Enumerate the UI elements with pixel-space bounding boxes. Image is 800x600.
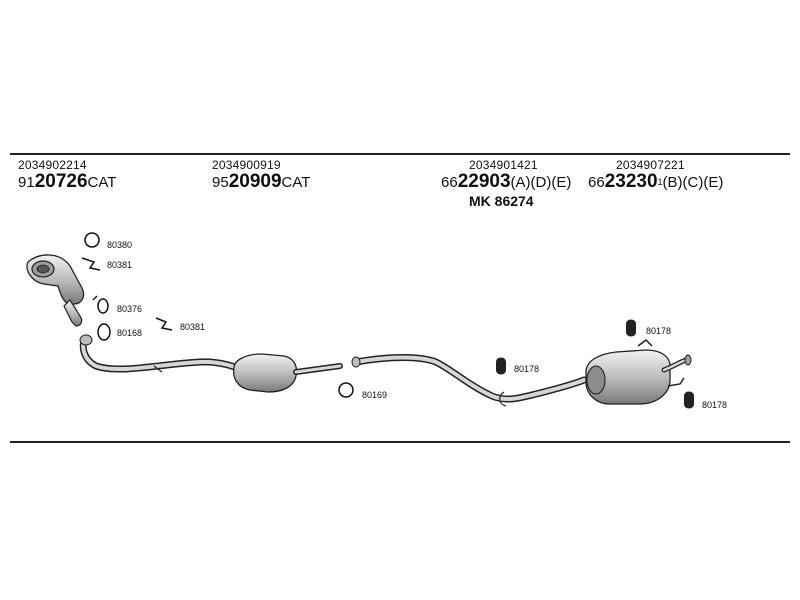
svg-text:80381: 80381: [180, 322, 205, 332]
part-80376: 80376: [92, 295, 142, 314]
reference-number: 2034902214: [18, 158, 87, 172]
mk-number: MK 86274: [469, 193, 534, 209]
part-80381-upper: 80381: [81, 257, 132, 271]
reference-number: 2034901421: [469, 158, 538, 172]
part-80168: 80168: [97, 323, 142, 341]
part-code: 66232301(B)(C)(E): [588, 171, 724, 192]
svg-text:80178: 80178: [702, 400, 727, 410]
svg-text:80376: 80376: [117, 304, 142, 314]
reference-number: 2034907221: [616, 158, 685, 172]
part-group-front: 2034902214 9120726CAT: [18, 158, 116, 193]
part-group-rear: 2034907221 66232301(B)(C)(E): [588, 158, 723, 193]
rear-silencer: [585, 339, 692, 405]
part-80169: 80169: [338, 382, 387, 400]
part-80178-upper: 80178: [626, 319, 671, 337]
svg-text:80178: 80178: [514, 364, 539, 374]
front-catalytic-converter: [26, 254, 85, 327]
part-80381-lower: 80381: [155, 317, 205, 332]
svg-text:80169: 80169: [362, 390, 387, 400]
reference-number: 2034900919: [212, 158, 281, 172]
svg-text:80380: 80380: [107, 240, 132, 250]
part-80178-middle: 80178: [496, 357, 539, 375]
middle-pipe: [351, 354, 588, 407]
svg-text:80168: 80168: [117, 328, 142, 338]
part-code: 9120726CAT: [18, 171, 117, 192]
svg-text:80178: 80178: [646, 326, 671, 336]
svg-text:80381: 80381: [107, 260, 132, 270]
part-group-middle: 2034901421 6622903(A)(D)(E) MK 86274: [441, 158, 571, 209]
part-code: 6622903(A)(D)(E): [441, 171, 572, 192]
catalytic-converter: [232, 353, 343, 393]
front-pipe: [79, 334, 252, 376]
bottom-divider: [10, 441, 790, 443]
part-code: 9520909CAT: [212, 171, 311, 192]
part-80178-lower: 80178: [684, 391, 727, 410]
part-80380: 80380: [84, 232, 132, 250]
part-group-catalyst: 2034900919 9520909CAT: [212, 158, 310, 193]
top-divider: [10, 153, 790, 155]
